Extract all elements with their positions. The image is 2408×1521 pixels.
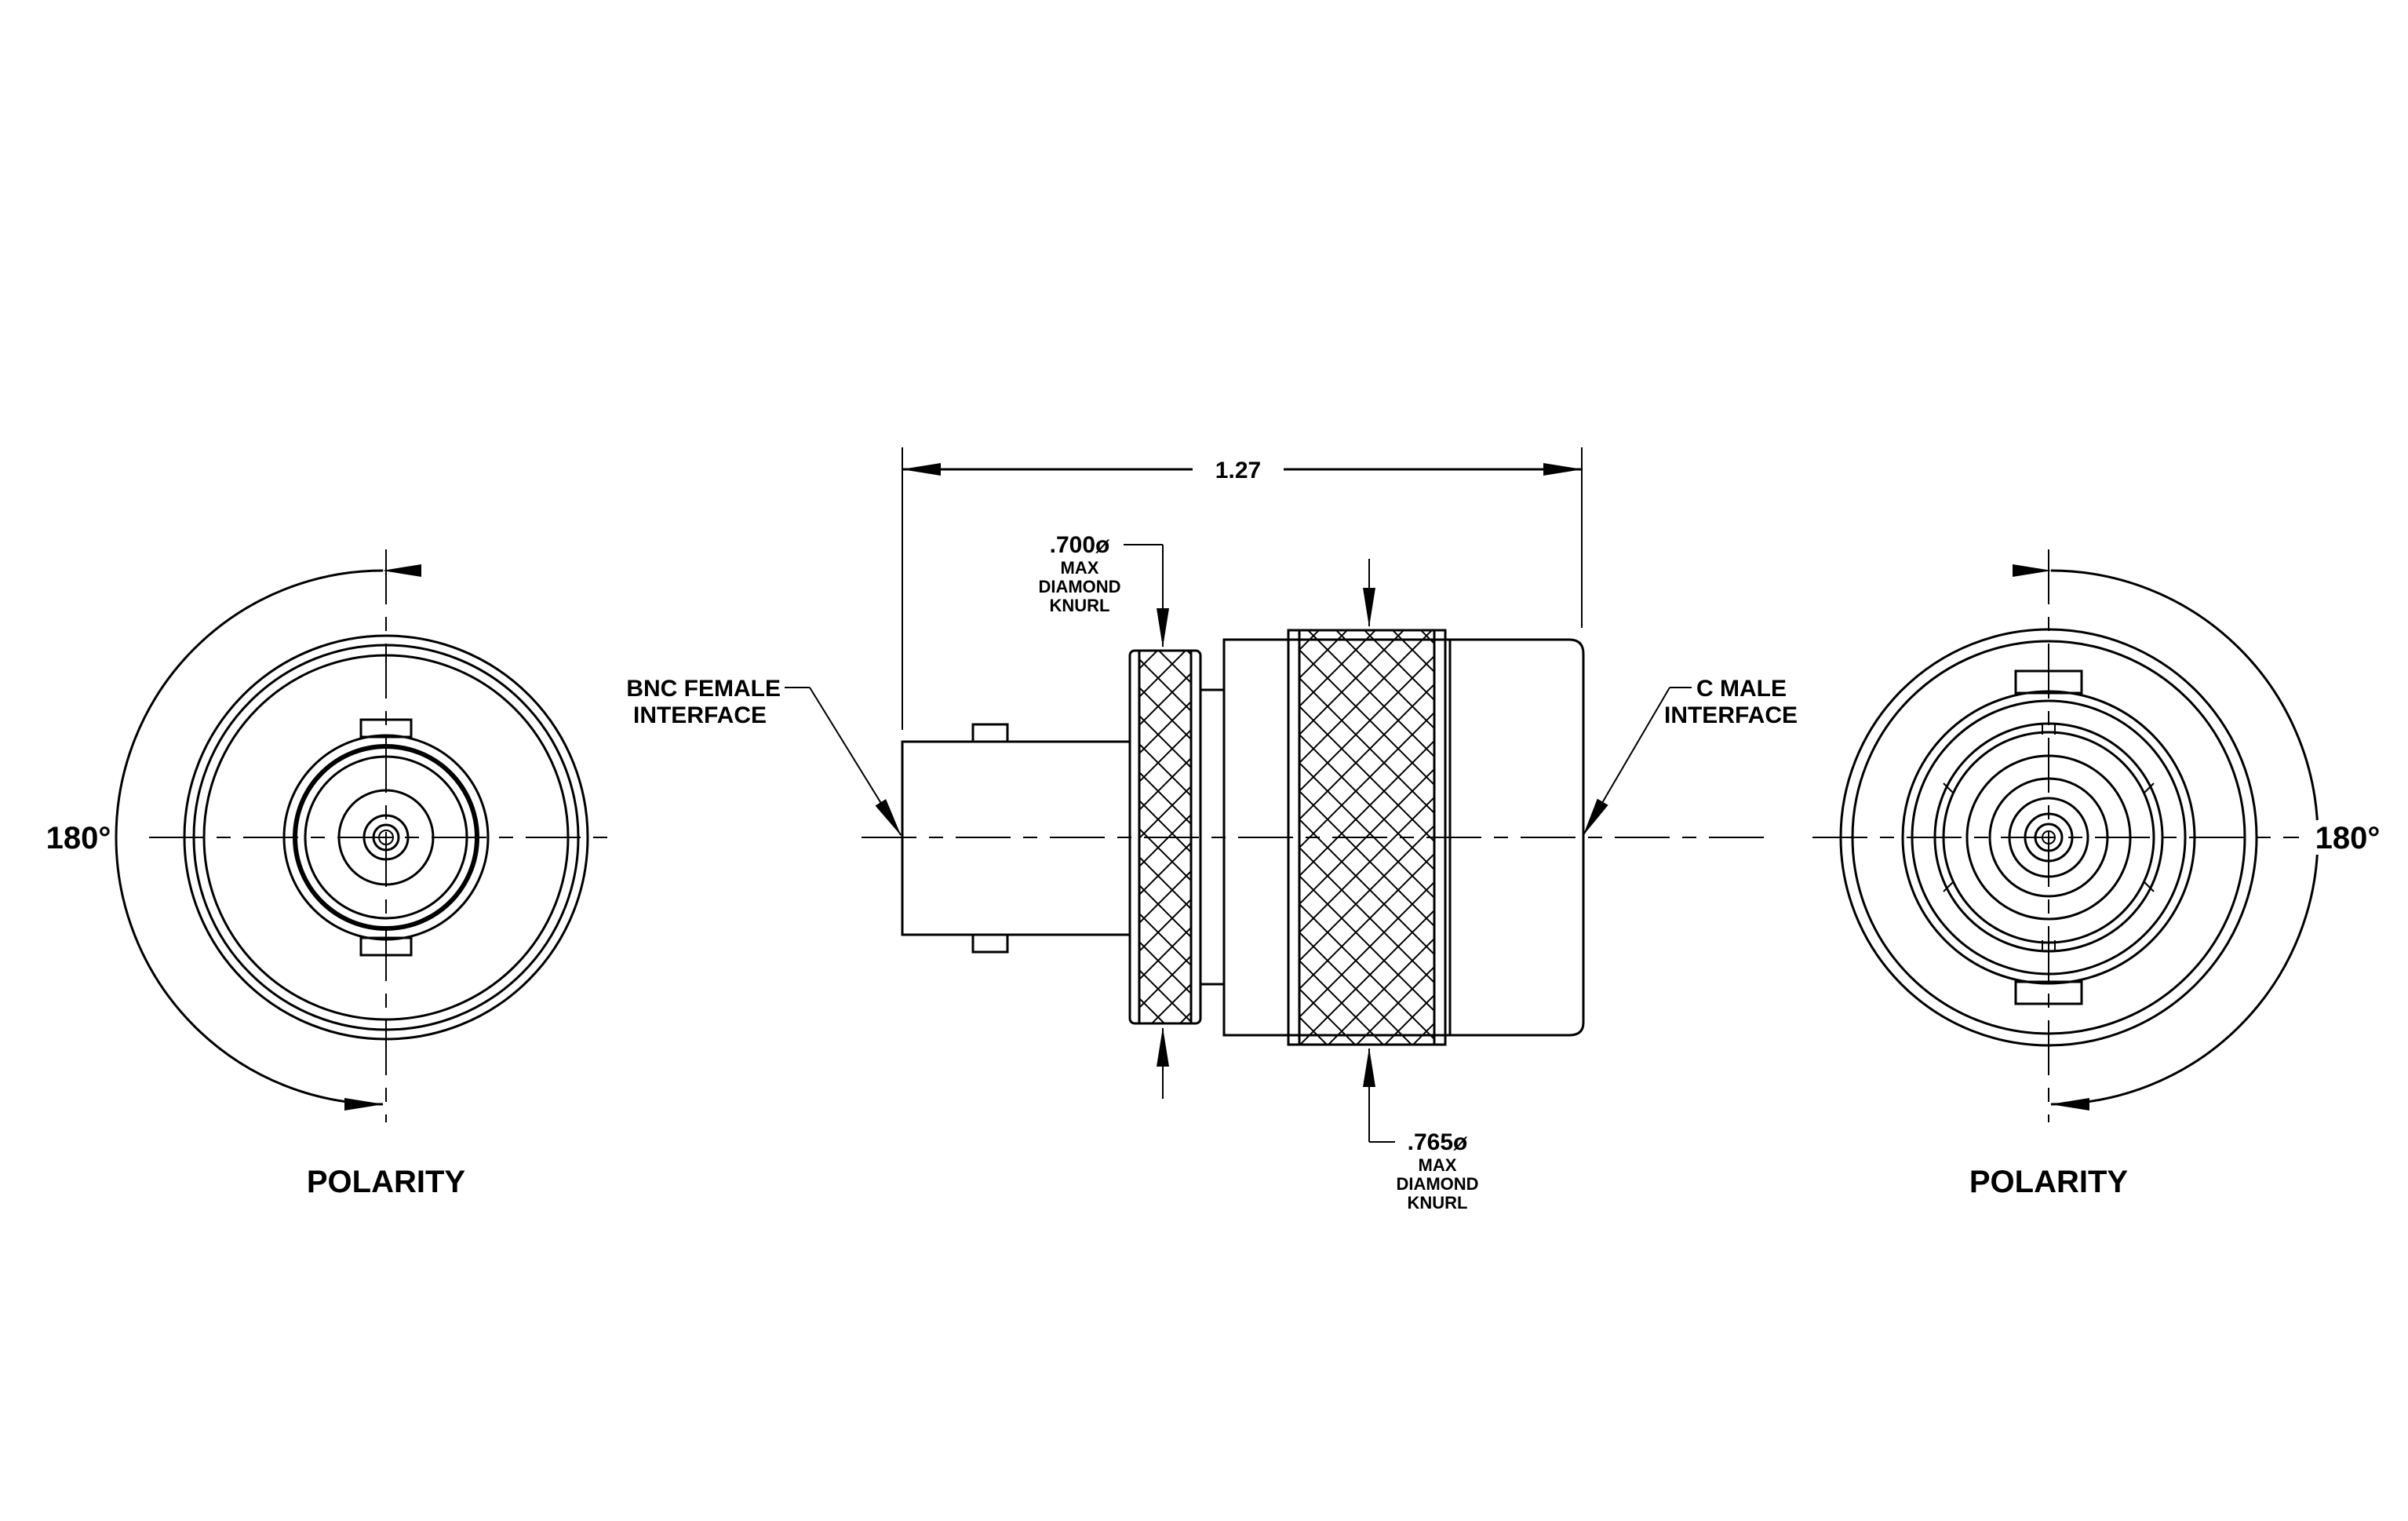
- knurl-large-line-3: KNURL: [1408, 1193, 1468, 1213]
- left-end-view: 180° POLARITY: [42, 549, 620, 1199]
- side-view: 1.27 .700ø MAX DIAMOND KNURL .765ø MAX D…: [626, 447, 1798, 1213]
- knurl-small-line-1: MAX: [1061, 558, 1099, 578]
- left-angle-label: 180°: [46, 821, 111, 855]
- right-polarity-caption: POLARITY: [1969, 1165, 2129, 1199]
- c-interface-label-1: C MALE: [1696, 676, 1787, 702]
- c-interface-label-2: INTERFACE: [1664, 702, 1798, 728]
- knurl-small-diameter: .700ø: [1050, 532, 1110, 558]
- knurl-small-line-3: KNURL: [1050, 596, 1110, 615]
- overall-length-dimension: 1.27: [1215, 458, 1261, 483]
- knurl-large-line-1: MAX: [1419, 1155, 1457, 1175]
- right-angle-label: 180°: [2315, 821, 2381, 855]
- bnc-interface-label-2: INTERFACE: [633, 702, 767, 728]
- left-polarity-caption: POLARITY: [307, 1165, 466, 1199]
- right-end-view: 180° POLARITY: [1812, 549, 2384, 1199]
- knurl-large-line-2: DIAMOND: [1396, 1174, 1478, 1194]
- knurl-small-line-2: DIAMOND: [1038, 577, 1120, 596]
- knurl-large-diameter: .765ø: [1408, 1129, 1468, 1155]
- bnc-interface-label-1: BNC FEMALE: [626, 676, 781, 702]
